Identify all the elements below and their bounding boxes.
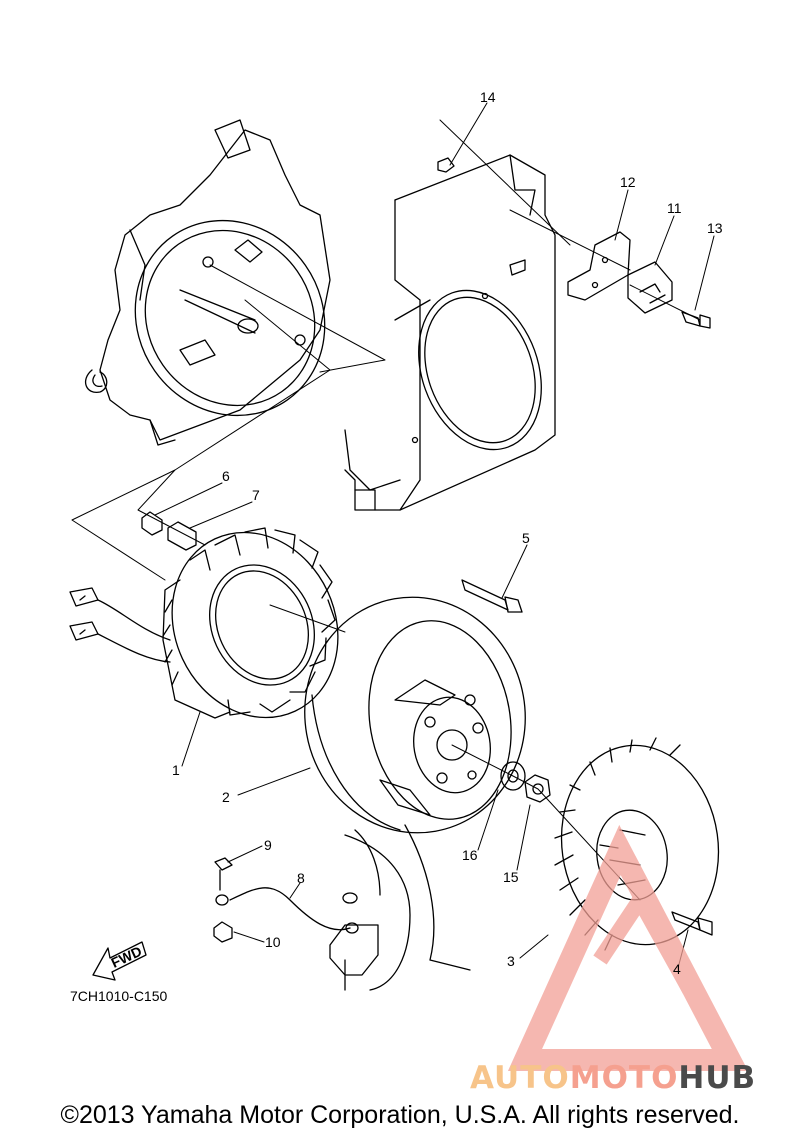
stator-1 — [162, 527, 339, 719]
lower-housing — [329, 824, 471, 991]
watermark-auto: AUTO — [470, 1060, 570, 1096]
callout-9: 9 — [264, 837, 272, 853]
screw-13 — [681, 311, 711, 329]
stator-harness — [69, 587, 171, 663]
guide-lines — [71, 119, 701, 633]
nut-14 — [437, 157, 455, 173]
watermark-text: AUTOMOTOHUB — [470, 1060, 756, 1096]
callout-11: 11 — [667, 200, 682, 216]
leader-lines — [154, 102, 715, 969]
copyright-notice: ©2013 Yamaha Motor Corporation, U.S.A. A… — [60, 1101, 740, 1129]
callout-12: 12 — [620, 174, 636, 190]
bolt-9 — [214, 857, 233, 891]
bolt-4 — [671, 911, 713, 936]
axis-line — [451, 744, 641, 901]
connector-11 — [627, 261, 673, 314]
callout-8: 8 — [297, 870, 305, 886]
ground-lead-8 — [215, 887, 359, 934]
callout-10: 10 — [265, 934, 281, 950]
callout-6: 6 — [222, 468, 230, 484]
drawing-code: 7CH1010-C150 — [70, 988, 167, 1004]
bracket-12 — [567, 231, 631, 301]
callout-2: 2 — [222, 789, 230, 805]
fwd-label: FWD — [109, 943, 145, 971]
watermark-hub: HUB — [678, 1060, 756, 1096]
dowels-6-7 — [141, 511, 197, 551]
fwd-arrow — [92, 941, 147, 981]
crankcase — [84, 119, 331, 446]
fan-housing — [344, 154, 556, 511]
callout-7: 7 — [252, 487, 260, 503]
callout-16: 16 — [462, 847, 478, 863]
nut-10 — [213, 921, 233, 943]
callout-5: 5 — [522, 530, 530, 546]
flywheel-2 — [304, 596, 526, 834]
watermark-moto: MOTO — [570, 1060, 679, 1096]
callout-14: 14 — [480, 89, 496, 105]
callout-13: 13 — [707, 220, 723, 236]
bolt-5 — [461, 579, 523, 613]
callout-4: 4 — [673, 961, 681, 977]
watermark-logo — [507, 824, 749, 1071]
callout-1: 1 — [172, 762, 180, 778]
washer-16 — [500, 761, 526, 791]
callout-3: 3 — [507, 953, 515, 969]
callout-15: 15 — [503, 869, 519, 885]
nut-15 — [524, 774, 551, 803]
